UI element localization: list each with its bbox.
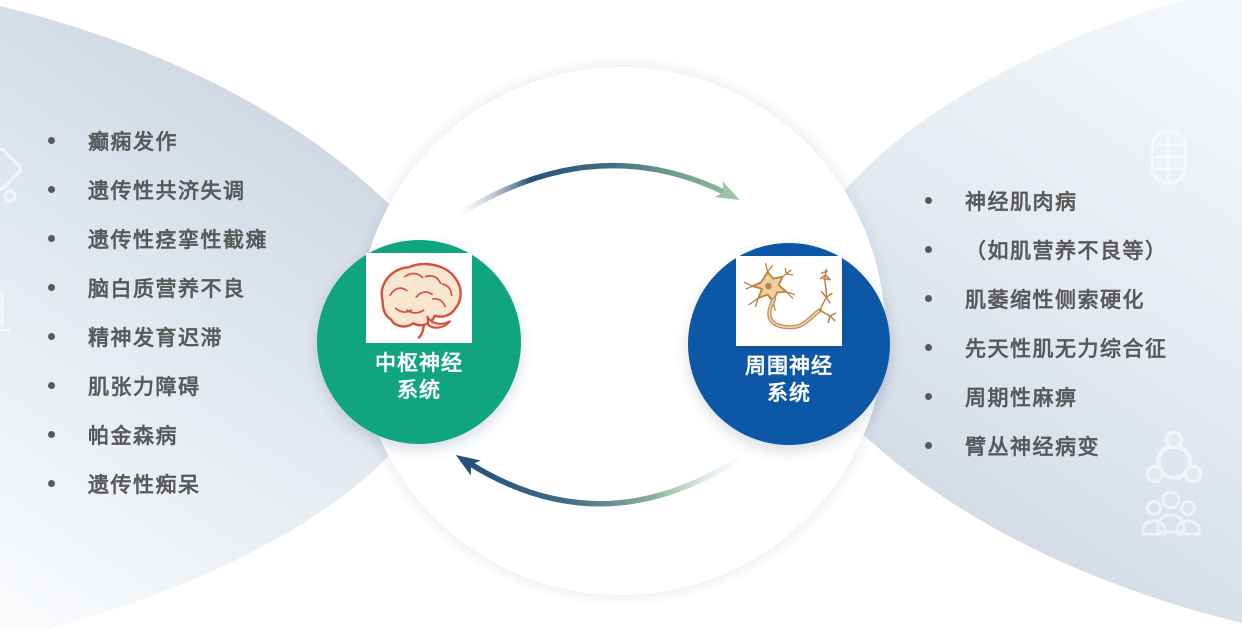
brain-icon — [380, 262, 462, 340]
flask-fragment-icon — [0, 292, 10, 332]
bullet-dot — [48, 186, 55, 193]
bullet-dot — [48, 235, 55, 242]
disease-label: 臂丛神经病变 — [965, 435, 1100, 459]
disease-item: 肌张力障碍 — [38, 361, 268, 410]
dna-array-icon — [1150, 129, 1187, 185]
cns-label-line1: 中枢神经 — [375, 352, 463, 375]
pns-label-line2: 系统 — [767, 382, 811, 405]
bullet-dot — [925, 393, 932, 400]
disease-label: 先天性肌无力综合征 — [965, 337, 1168, 361]
disease-item: 遗传性共济失调 — [38, 165, 268, 214]
disease-label: 周期性麻痹 — [965, 386, 1078, 410]
bullet-dot — [48, 137, 55, 144]
disease-label: 遗传性痴呆 — [88, 473, 201, 497]
disease-label: 遗传性共济失调 — [88, 179, 246, 203]
pns-disease-list: 神经肌肉病 （如肌营养不良等） 肌萎缩性侧索硬化先天性肌无力综合征周期性麻痹臂丛神经… — [915, 176, 1168, 470]
disease-label: 精神发育迟滞 — [88, 326, 223, 350]
bullet-dot — [925, 442, 932, 449]
disease-item: 神经肌肉病 — [915, 176, 1168, 225]
molecule-cluster-icon — [1145, 430, 1203, 484]
disease-label: （如肌营养不良等） — [965, 239, 1168, 263]
bullet-dot — [48, 382, 55, 389]
disease-item: 肌萎缩性侧索硬化 — [915, 274, 1168, 323]
cns-label-line2: 系统 — [397, 379, 441, 402]
left-background-wedge — [0, 6, 395, 629]
bullet-dot — [925, 197, 932, 204]
cns-disease-list: 癫痫发作遗传性共济失调遗传性痉挛性截瘫脑白质营养不良精神发育迟滞肌张力障碍帕金森… — [38, 116, 268, 508]
cns-circle: 中枢神经 系统 — [317, 240, 521, 444]
bullet-dot — [48, 480, 55, 487]
disease-item: 癫痫发作 — [38, 116, 268, 165]
people-group-icon — [1141, 490, 1201, 536]
bullet-dot — [48, 284, 55, 291]
disease-item: 脑白质营养不良 — [38, 263, 268, 312]
molecule-fragment-icon — [0, 147, 23, 203]
cns-label: 中枢神经 系统 — [375, 350, 463, 404]
neuron-icon — [743, 263, 837, 330]
neuron-illustration — [736, 256, 842, 346]
disease-label: 癫痫发作 — [88, 130, 178, 154]
bullet-dot — [48, 333, 55, 340]
bullet-dot — [925, 246, 932, 253]
cycle-arrow-top — [460, 162, 740, 215]
disease-item: 周期性麻痹 — [915, 372, 1168, 421]
right-background-wedge — [845, 0, 1242, 623]
bullet-dot — [48, 431, 55, 438]
bullet-dot — [925, 295, 932, 302]
disease-label: 遗传性痉挛性截瘫 — [88, 228, 268, 252]
disease-item: 遗传性痉挛性截瘫 — [38, 214, 268, 263]
disease-label: 脑白质营养不良 — [88, 277, 246, 301]
disease-item: （如肌营养不良等） — [915, 225, 1168, 274]
brain-illustration — [366, 253, 472, 343]
disease-label: 肌萎缩性侧索硬化 — [965, 288, 1145, 312]
disease-label: 帕金森病 — [88, 424, 178, 448]
disease-item: 遗传性痴呆 — [38, 459, 268, 508]
pns-label: 周围神经 系统 — [745, 353, 833, 407]
cycle-arrow-bottom — [455, 455, 740, 507]
disease-item: 先天性肌无力综合征 — [915, 323, 1168, 372]
disease-item: 帕金森病 — [38, 410, 268, 459]
pns-circle: 周围神经 系统 — [688, 243, 890, 445]
bullet-dot — [925, 344, 932, 351]
disease-item: 臂丛神经病变 — [915, 421, 1168, 470]
pns-label-line1: 周围神经 — [745, 355, 833, 378]
disease-label: 肌张力障碍 — [88, 375, 201, 399]
disease-item: 精神发育迟滞 — [38, 312, 268, 361]
disease-label: 神经肌肉病 — [965, 190, 1078, 214]
